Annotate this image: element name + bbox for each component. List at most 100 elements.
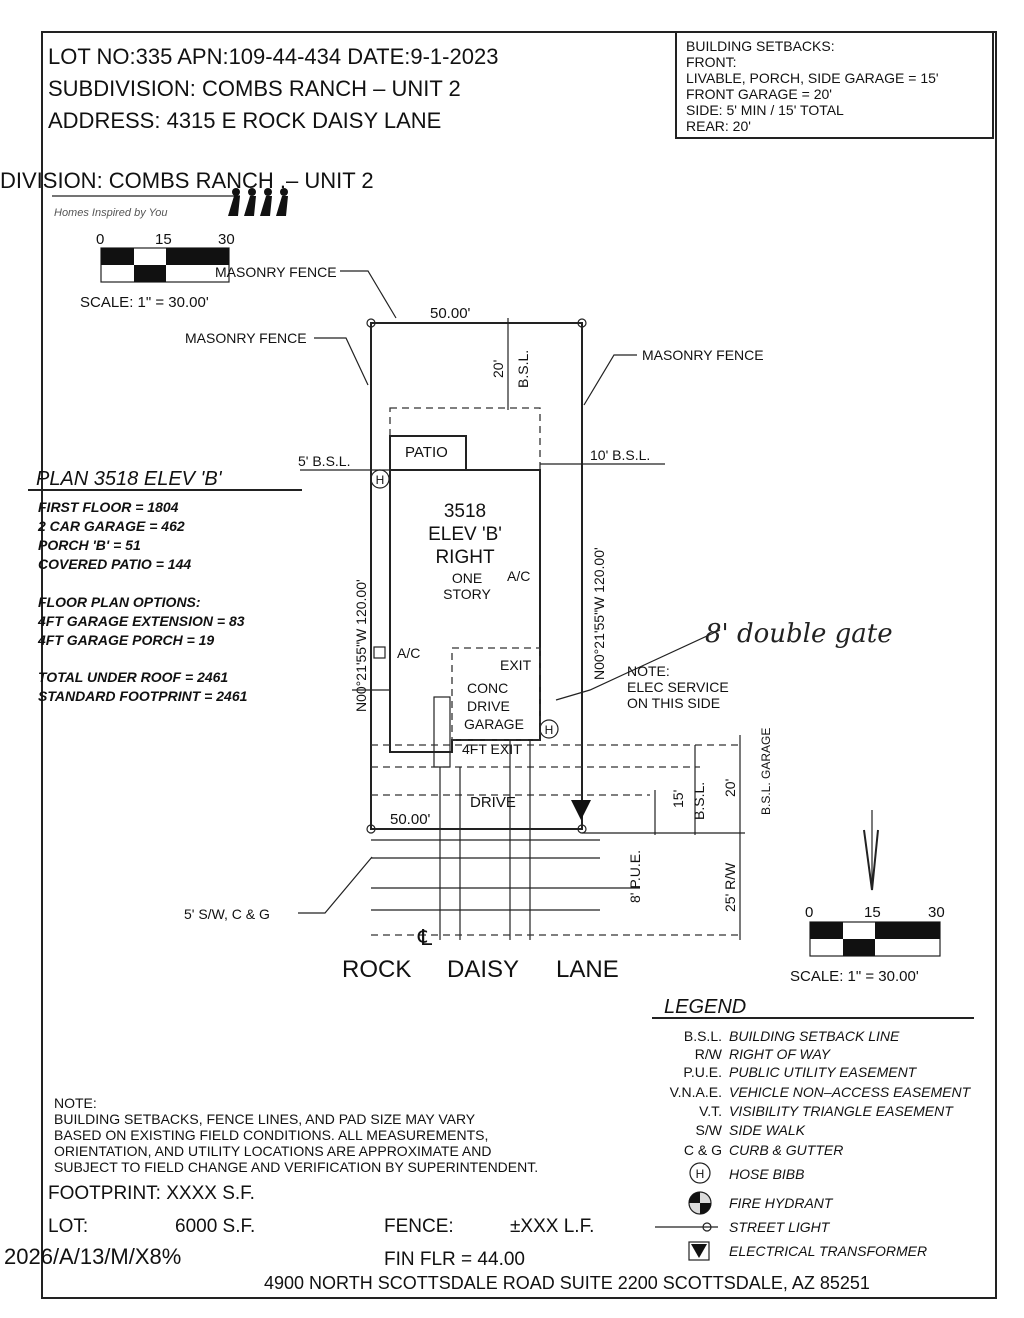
scale-bar-bottom: 0 15 30 SCALE: 1" = 30.00' — [790, 904, 945, 985]
bearing-right: N00°21'55"W 120.00' — [591, 547, 607, 680]
svg-text:LEGEND: LEGEND — [664, 996, 746, 1018]
setback-line: FRONT GARAGE = 20' — [686, 86, 832, 102]
svg-text:V.N.A.E.: V.N.A.E. — [670, 1084, 722, 1100]
svg-text:15: 15 — [864, 904, 881, 921]
fence-label: FENCE: — [384, 1216, 454, 1237]
scale-bar-top: 0 15 30 SCALE: 1" = 30.00' — [80, 231, 235, 311]
svg-text:B.S.L.: B.S.L. — [691, 782, 707, 820]
svg-text:B.S.L.: B.S.L. — [684, 1028, 722, 1044]
svg-text:CONC: CONC — [467, 680, 508, 696]
setback-line: REAR: 20' — [686, 118, 751, 134]
svg-text:GARAGE: GARAGE — [464, 716, 524, 732]
svg-text:3518: 3518 — [444, 501, 486, 522]
electrical-transformer-icon — [688, 1241, 710, 1261]
setback-line: LIVABLE, PORCH, SIDE GARAGE = 15' — [686, 70, 939, 86]
header-address: ADDRESS: 4315 E ROCK DAISY LANE — [48, 108, 441, 133]
drive-label: DRIVE — [470, 794, 516, 811]
svg-text:ELEC SERVICE: ELEC SERVICE — [627, 679, 729, 695]
svg-text:H: H — [545, 723, 554, 737]
svg-text:NOTE:: NOTE: — [54, 1095, 97, 1111]
svg-text:FLOOR PLAN OPTIONS:: FLOOR PLAN OPTIONS: — [38, 594, 201, 610]
street-name: ROCK — [342, 956, 411, 983]
lot-width-bottom: 50.00' — [390, 811, 431, 828]
svg-text:VISIBILITY TRIANGLE EASEMENT: VISIBILITY TRIANGLE EASEMENT — [729, 1103, 954, 1119]
svg-text:S/W: S/W — [696, 1122, 723, 1138]
svg-text:PUBLIC UTILITY EASEMENT: PUBLIC UTILITY EASEMENT — [729, 1064, 918, 1080]
street-name: LANE — [556, 956, 619, 983]
svg-text:P.U.E.: P.U.E. — [683, 1064, 722, 1080]
electrical-transformer-icon — [571, 800, 591, 820]
svg-text:V.T.: V.T. — [699, 1103, 722, 1119]
ac-label: A/C — [507, 568, 530, 584]
setback-line: FRONT: — [686, 54, 737, 70]
street-light-icon — [655, 1222, 718, 1232]
header-lot-line: LOT NO:335 APN:109-44-434 DATE:9-1-2023 — [48, 44, 498, 69]
svg-text:VEHICLE NON–ACCESS EASEMENT: VEHICLE NON–ACCESS EASEMENT — [729, 1084, 972, 1100]
page-border — [41, 31, 997, 1299]
svg-text:15': 15' — [670, 790, 686, 808]
bearing-left: N00°21'55"W 120.00' — [353, 579, 369, 712]
lot-value: 6000 S.F. — [175, 1216, 255, 1237]
svg-text:DRIVE: DRIVE — [467, 698, 510, 714]
scale-top-label: SCALE: 1" = 30.00' — [80, 294, 209, 311]
general-note: NOTE: BUILDING SETBACKS, FENCE LINES, AN… — [54, 1095, 538, 1175]
svg-text:15: 15 — [155, 231, 172, 248]
right-bsl-label: 10' B.S.L. — [590, 447, 650, 463]
svg-text:RIGHT OF WAY: RIGHT OF WAY — [729, 1046, 832, 1062]
masonry-fence-label: MASONRY FENCE — [185, 330, 307, 346]
logo-figures-icon — [228, 188, 288, 216]
svg-text:HOSE BIBB: HOSE BIBB — [729, 1166, 804, 1182]
garbled-overlay: 2026/A/13/M/X8% — [4, 1244, 181, 1269]
svg-text:R/W: R/W — [695, 1046, 723, 1062]
svg-text:4FT EXIT: 4FT EXIT — [462, 741, 522, 757]
ac-unit-icon — [373, 646, 386, 659]
svg-text:ON THIS SIDE: ON THIS SIDE — [627, 695, 720, 711]
svg-text:4FT GARAGE PORCH = 19: 4FT GARAGE PORCH = 19 — [37, 632, 214, 648]
plan-title: PLAN 3518 ELEV 'B' — [36, 468, 223, 490]
svg-text:RIGHT: RIGHT — [435, 547, 495, 568]
svg-text:B.S.L.: B.S.L. — [515, 350, 531, 388]
svg-text:C & G: C & G — [684, 1142, 722, 1158]
svg-text:20': 20' — [490, 360, 506, 378]
note-elec: NOTE: — [627, 663, 670, 679]
masonry-fence-label: MASONRY FENCE — [642, 347, 764, 363]
svg-text:BUILDING SETBACKS, FENCE LINES: BUILDING SETBACKS, FENCE LINES, AND PAD … — [54, 1111, 476, 1127]
subdivision-overlay: DIVISION: COMBS RANCH .– UNIT 2 — [0, 168, 374, 193]
masonry-fence-label: MASONRY FENCE — [215, 264, 337, 280]
company-address: 4900 NORTH SCOTTSDALE ROAD SUITE 2200 SC… — [264, 1273, 870, 1293]
setback-envelope — [389, 407, 541, 471]
svg-text:H: H — [376, 473, 385, 487]
svg-text:B.S.L. GARAGE: B.S.L. GARAGE — [759, 728, 773, 815]
svg-text:FIRST FLOOR = 1804: FIRST FLOOR = 1804 — [38, 499, 179, 515]
svg-text:8' P.U.E.: 8' P.U.E. — [627, 850, 643, 903]
svg-text:ONE: ONE — [452, 570, 482, 586]
svg-text:0: 0 — [96, 231, 104, 248]
fire-hydrant-icon — [688, 1191, 712, 1215]
lot-label: LOT: — [48, 1216, 88, 1237]
footprint: FOOTPRINT: XXXX S.F. — [48, 1183, 255, 1204]
svg-text:ELEV 'B': ELEV 'B' — [428, 524, 502, 545]
svg-text:TOTAL UNDER ROOF = 2461: TOTAL UNDER ROOF = 2461 — [38, 669, 228, 685]
setbacks-box — [675, 31, 994, 139]
svg-text:PORCH 'B' = 51: PORCH 'B' = 51 — [38, 537, 141, 553]
fence-value: ±XXX L.F. — [510, 1216, 594, 1237]
svg-text:SIDE WALK: SIDE WALK — [729, 1122, 806, 1138]
svg-text:EXIT: EXIT — [500, 657, 532, 673]
street-name: DAISY — [447, 956, 519, 983]
lot-boundary — [370, 322, 583, 830]
svg-text:H: H — [696, 1167, 705, 1181]
svg-text:BASED ON EXISTING FIELD CONDIT: BASED ON EXISTING FIELD CONDITIONS. ALL … — [54, 1127, 488, 1143]
handwritten-note: 8' double gate — [705, 619, 893, 649]
sidewalk-label: 5' S/W, C & G — [184, 906, 270, 922]
left-bsl-label: 5' B.S.L. — [298, 453, 350, 469]
setback-line: SIDE: 5' MIN / 15' TOTAL — [686, 102, 844, 118]
svg-text:4FT GARAGE EXTENSION = 83: 4FT GARAGE EXTENSION = 83 — [37, 613, 245, 629]
logo-tagline: Homes Inspired by You — [54, 207, 168, 219]
hose-bibb-icon — [539, 719, 559, 739]
hose-bibb-icon — [370, 469, 390, 489]
svg-text:STANDARD FOOTPRINT = 2461: STANDARD FOOTPRINT = 2461 — [38, 688, 248, 704]
garage — [451, 647, 541, 741]
svg-text:PATIO: PATIO — [405, 444, 448, 461]
site-plan: 50.00' 50.00' MASONRY FENCE MASONRY FENC… — [184, 264, 893, 983]
